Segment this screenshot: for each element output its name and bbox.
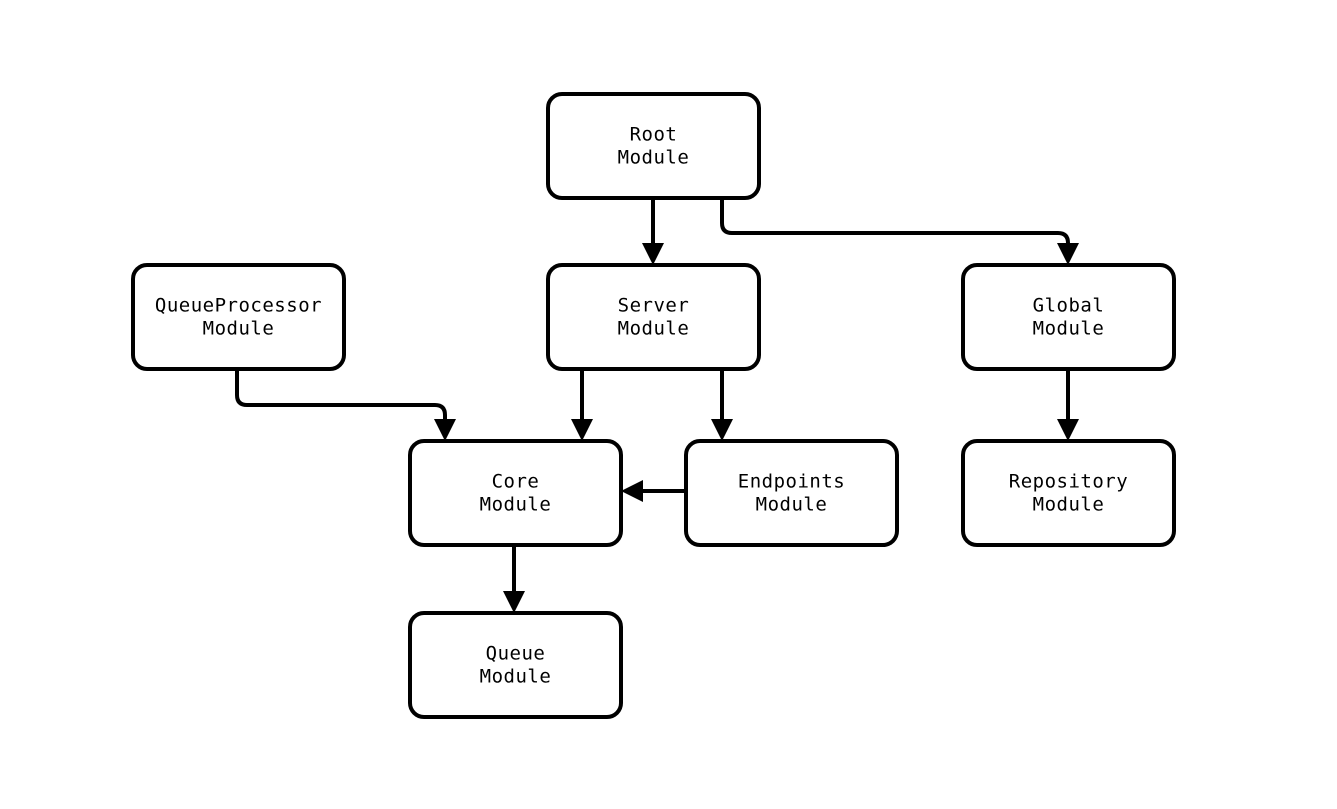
arrowhead-icon xyxy=(434,419,456,441)
edge-global-to-repository xyxy=(1057,369,1079,441)
edge-server-to-endpoints xyxy=(711,369,733,441)
node-label-line2: Module xyxy=(1033,494,1105,516)
node-label-line2: Module xyxy=(203,318,275,340)
node-label-line1: QueueProcessor xyxy=(155,295,322,317)
edge-line xyxy=(235,369,447,426)
node-label-line1: Core xyxy=(492,471,540,493)
node-label-line2: Module xyxy=(480,666,552,688)
node-box[interactable] xyxy=(546,263,761,371)
arrowhead-icon xyxy=(1057,243,1079,265)
node-label-line1: Endpoints xyxy=(738,471,845,493)
node-label-line1: Repository xyxy=(1009,471,1128,493)
edge-root-to-global xyxy=(720,198,1079,265)
node-box[interactable] xyxy=(131,263,346,371)
node-label-line2: Module xyxy=(756,494,828,516)
node-box[interactable] xyxy=(684,439,899,547)
arrowhead-icon xyxy=(503,591,525,613)
nodes-layer: RootModuleQueueProcessorModuleServerModu… xyxy=(131,92,1176,719)
node-label-line2: Module xyxy=(618,147,690,169)
edge-line xyxy=(720,198,1070,250)
edge-root-to-server xyxy=(642,198,664,265)
arrowhead-icon xyxy=(621,480,643,502)
node-box[interactable] xyxy=(961,263,1176,371)
node-label-line2: Module xyxy=(618,318,690,340)
node-box[interactable] xyxy=(546,92,761,200)
edge-core-to-queue xyxy=(503,545,525,613)
edge-queueprocessor-to-core xyxy=(235,369,456,441)
arrowhead-icon xyxy=(1057,419,1079,441)
arrowhead-icon xyxy=(571,419,593,441)
node-label-line1: Queue xyxy=(486,643,546,665)
node-box[interactable] xyxy=(408,439,623,547)
edge-server-to-core xyxy=(571,369,593,441)
node-label-line1: Root xyxy=(630,124,678,146)
arrowhead-icon xyxy=(711,419,733,441)
arrowhead-icon xyxy=(642,243,664,265)
node-label-line1: Server xyxy=(618,295,690,317)
node-box[interactable] xyxy=(961,439,1176,547)
edges-layer xyxy=(235,198,1079,613)
node-label-line2: Module xyxy=(1033,318,1105,340)
edge-endpoints-to-core xyxy=(621,480,686,502)
node-label-line1: Global xyxy=(1033,295,1105,317)
node-label-line2: Module xyxy=(480,494,552,516)
node-box[interactable] xyxy=(408,611,623,719)
